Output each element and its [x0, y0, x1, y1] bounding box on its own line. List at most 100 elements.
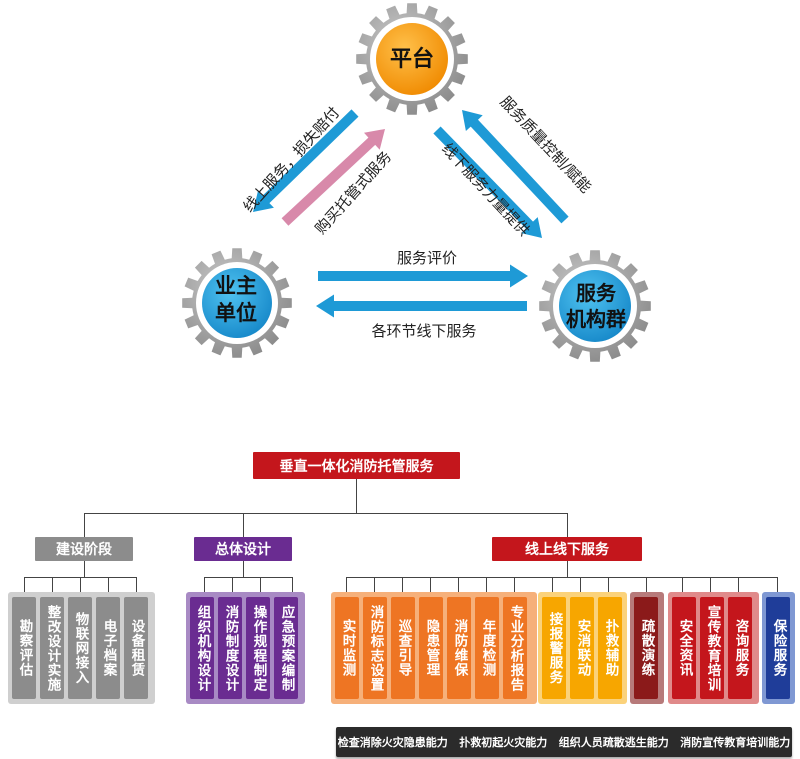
- item-label: 安消联动: [574, 619, 591, 677]
- item-label: 组织机构设计: [194, 604, 211, 692]
- connector: [84, 513, 85, 537]
- item-label: 操作规程制定: [250, 604, 267, 692]
- drill-items-group: 疏散演练: [630, 592, 664, 704]
- orange-item: 年度检测: [475, 597, 499, 699]
- arrow-platform-to-agencies: [433, 126, 542, 238]
- design-item: 组织机构设计: [190, 597, 214, 699]
- connector: [738, 577, 739, 592]
- label-bottom-bottom: 各环节线下服务: [371, 322, 476, 340]
- item-label: 消防制度设计: [222, 604, 239, 692]
- orange-item: 专业分析报告: [503, 597, 527, 699]
- footer-item: 检查消除火灾隐患能力: [337, 736, 448, 749]
- label-left-outer: 线上服务，损失赔付: [239, 103, 343, 215]
- branch-service: 线上线下服务: [492, 537, 642, 561]
- build-items-group: 勘察评估整改设计实施物联网接入电子档案设备租赁: [8, 592, 155, 704]
- item-label: 实时监测: [339, 619, 356, 677]
- connector: [458, 577, 459, 592]
- connector: [52, 577, 53, 592]
- capability-footer: 检查消除火灾隐患能力 扑救初起火灾能力 组织人员疏散逃生能力 消防宣传教育培训能…: [336, 727, 792, 757]
- item-label: 安全资讯: [676, 619, 693, 677]
- connector: [243, 513, 244, 537]
- connector: [243, 561, 244, 577]
- orange-item: 消防标志设置: [363, 597, 387, 699]
- connector: [84, 513, 568, 514]
- connector: [608, 577, 609, 592]
- item-label: 消防标志设置: [367, 604, 384, 692]
- connector: [514, 577, 515, 592]
- item-label: 疏散演练: [638, 619, 655, 677]
- footer-item: 组织人员疏散逃生能力: [558, 736, 669, 749]
- item-label: 巡查引导: [395, 619, 412, 677]
- connector: [567, 513, 568, 537]
- label-right-outer: 服务质量控制/赋能: [496, 93, 594, 197]
- build-item: 电子档案: [96, 597, 120, 699]
- item-label: 扑救辅助: [602, 619, 619, 677]
- label-bottom-top: 服务评价: [397, 249, 457, 267]
- blue-item: 保险服务: [766, 597, 790, 699]
- item-label: 消防维保: [451, 619, 468, 677]
- arrow-agencies-to-owner: [316, 294, 527, 318]
- connector: [710, 577, 711, 592]
- design-item: 消防制度设计: [218, 597, 242, 699]
- footer-item: 扑救初起火灾能力: [459, 736, 548, 749]
- arrow-platform-to-owner: [253, 109, 359, 212]
- platform-gear-icon: [356, 3, 468, 115]
- yellow-item: 扑救辅助: [598, 597, 622, 699]
- insurance-items-group: 保险服务: [762, 592, 795, 704]
- connector: [260, 577, 261, 592]
- build-item: 设备租赁: [124, 597, 148, 699]
- connector: [232, 577, 233, 592]
- label-right-inner: 线下服务力量提供: [438, 140, 533, 240]
- node-agencies-label-1: 服务: [576, 281, 617, 305]
- connector: [580, 577, 581, 592]
- item-label: 宣传教育培训: [704, 604, 721, 692]
- connector: [682, 577, 683, 592]
- orange-item: 隐患管理: [419, 597, 443, 699]
- item-label: 整改设计实施: [44, 604, 61, 692]
- item-label: 咨询服务: [732, 619, 749, 677]
- red-item: 咨询服务: [728, 597, 752, 699]
- item-label: 设备租赁: [128, 619, 145, 677]
- node-agencies-label-2: 机构群: [566, 307, 626, 331]
- online-items-group: 实时监测消防标志设置巡查引导隐患管理消防维保年度检测专业分析报告: [331, 592, 537, 704]
- connector: [346, 577, 777, 578]
- connector: [777, 577, 778, 592]
- branch-design: 总体设计: [194, 537, 292, 561]
- connector: [374, 577, 375, 592]
- agencies-gear-icon: [539, 250, 651, 362]
- item-label: 隐患管理: [423, 619, 440, 677]
- footer-item: 消防宣传教育培训能力: [680, 736, 791, 749]
- orange-item: 实时监测: [335, 597, 359, 699]
- item-label: 勘察评估: [16, 619, 33, 677]
- yellow-item: 安消联动: [570, 597, 594, 699]
- node-owner-label-2: 单位: [215, 301, 257, 325]
- connector: [24, 577, 25, 592]
- build-item: 勘察评估: [12, 597, 36, 699]
- node-owner-label-1: 业主: [215, 274, 257, 298]
- orange-item: 消防维保: [447, 597, 471, 699]
- connector: [346, 577, 347, 592]
- connector: [84, 561, 85, 577]
- red-item: 宣传教育培训: [700, 597, 724, 699]
- node-platform-label: 平台: [390, 46, 434, 72]
- design-item: 操作规程制定: [246, 597, 270, 699]
- service-triangle-diagram: 平台 业主 单位 服务 机构群 线上服务，损失赔付 购买托管式服务 服务质量控制…: [182, 3, 651, 362]
- connector: [204, 577, 292, 578]
- connector: [430, 577, 431, 592]
- connector: [80, 577, 81, 592]
- owner-gear-icon: [182, 248, 292, 358]
- item-label: 年度检测: [479, 619, 496, 677]
- yellow-item: 接报警服务: [542, 597, 566, 699]
- connector: [108, 577, 109, 592]
- connector: [136, 577, 137, 592]
- design-items-group: 组织机构设计消防制度设计操作规程制定应急预案编制: [186, 592, 305, 704]
- training-items-group: 安全资讯宣传教育培训咨询服务: [668, 592, 759, 704]
- connector: [552, 577, 553, 592]
- item-label: 应急预案编制: [278, 604, 295, 692]
- connector: [356, 479, 357, 513]
- connector: [646, 577, 647, 592]
- orange-item: 巡查引导: [391, 597, 415, 699]
- branch-build: 建设阶段: [35, 537, 133, 561]
- alarm-items-group: 接报警服务安消联动扑救辅助: [538, 592, 627, 704]
- arrow-agencies-to-platform: [462, 110, 569, 224]
